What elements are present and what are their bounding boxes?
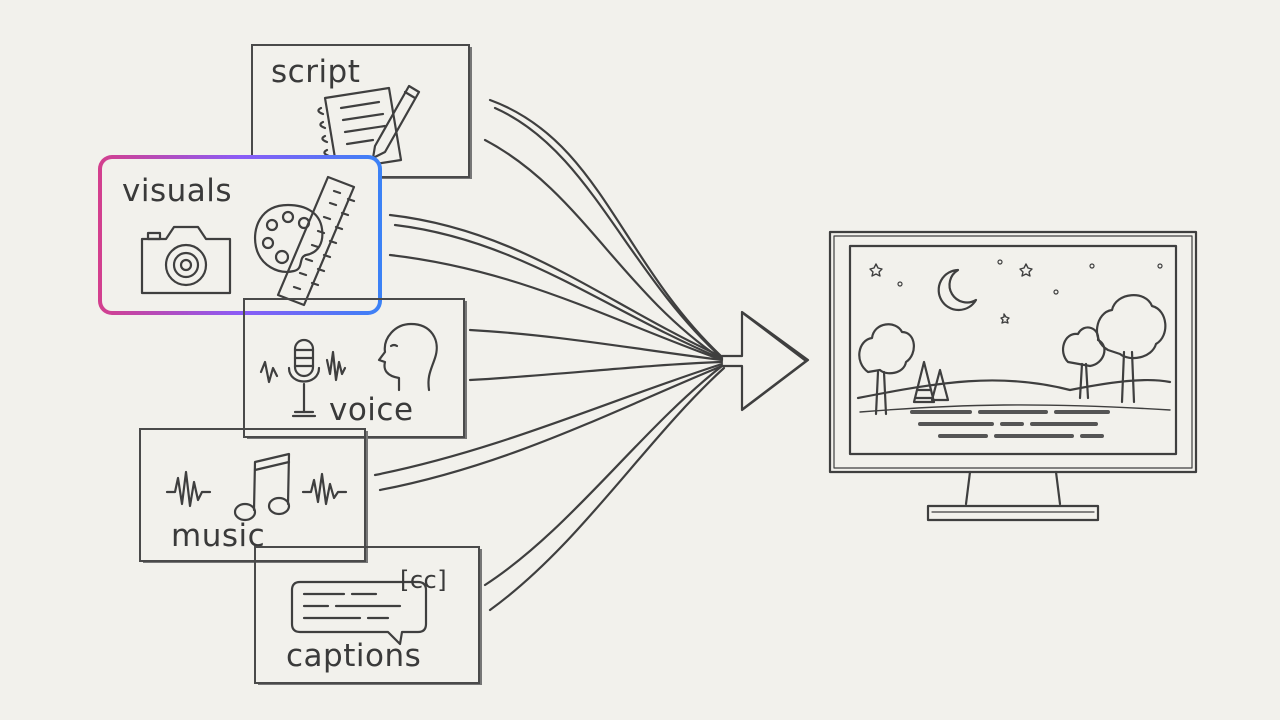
music-notes-icon <box>165 452 348 522</box>
film-strip-icon <box>276 175 356 307</box>
speaking-head-icon <box>377 322 438 392</box>
visuals-label: visuals <box>122 173 233 209</box>
palette-icon <box>254 203 324 273</box>
script-label: script <box>271 54 361 90</box>
music-card: music <box>139 428 366 562</box>
camera-icon <box>140 225 232 295</box>
monitor-icon <box>828 230 1198 522</box>
captions-label: captions <box>286 638 422 674</box>
notepad-pencil-icon <box>317 84 421 172</box>
visuals-card: visuals <box>98 155 382 315</box>
caption-bubble-icon <box>290 580 428 646</box>
voice-card: voice <box>243 298 465 438</box>
music-label: music <box>171 518 266 554</box>
cc-badge: [cc] <box>400 566 448 594</box>
captions-card: [cc] captions <box>254 546 480 684</box>
voice-label: voice <box>329 392 414 428</box>
microphone-icon <box>259 338 347 418</box>
